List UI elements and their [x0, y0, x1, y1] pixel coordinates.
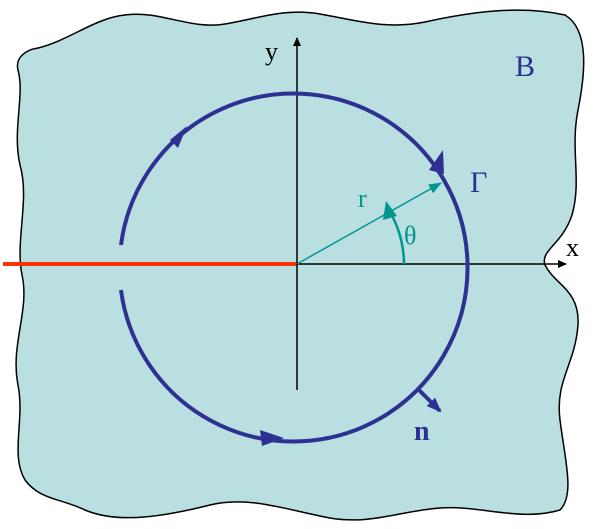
- contour-arrow-upper-right: [429, 150, 444, 174]
- region-label: B: [515, 50, 535, 83]
- contour-arrow-upper-left: [170, 126, 187, 148]
- contour-arrow-bottom: [260, 430, 284, 446]
- radius-vector: [296, 182, 442, 265]
- y-axis-label: y: [265, 37, 278, 66]
- angle-arc-arrowhead: [383, 201, 397, 220]
- normal-label: n: [414, 416, 430, 447]
- contour-gamma: [119, 91, 470, 444]
- angle-label: θ: [404, 221, 416, 250]
- x-axis-label: x: [566, 233, 579, 262]
- contour-label: Γ: [470, 166, 487, 199]
- normal-vector: [417, 388, 442, 413]
- radius-label: r: [358, 184, 367, 213]
- body-region: [15, 9, 585, 521]
